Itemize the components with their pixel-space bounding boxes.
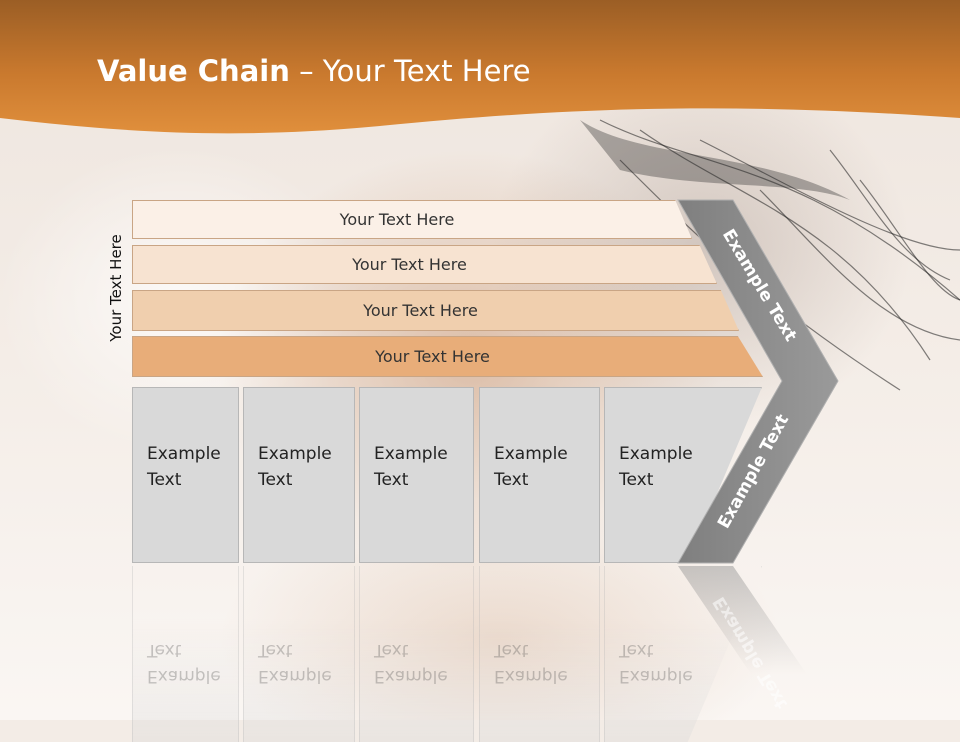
title-rest: – Your Text Here: [289, 54, 531, 88]
primary-activity-box-4: Example Text: [479, 387, 600, 563]
activity-bar-2: Your Text Here: [132, 245, 717, 284]
activity-bar-3: Your Text Here: [132, 290, 739, 331]
box-label: Example Text: [374, 444, 448, 490]
box-label: Example Text: [494, 444, 568, 490]
box-label: Example Text: [619, 444, 693, 490]
primary-activity-box-3: Example Text: [359, 387, 474, 563]
activity-bar-4: Your Text Here: [132, 336, 763, 377]
header-band: [0, 0, 960, 134]
chevron-shape: [677, 199, 839, 564]
margin-chevron: Example Text Example Text Example Text: [677, 199, 839, 720]
hair-strands-decoration: [580, 119, 960, 391]
slide-title: Value Chain – Your Text Here: [97, 54, 531, 88]
box-label: Example Text: [147, 444, 221, 490]
box-label: Example Text: [258, 444, 332, 490]
primary-activity-box-2: Example Text: [243, 387, 355, 563]
primary-activity-box-1: Example Text: [132, 387, 239, 563]
activity-bar-label: Your Text Here: [352, 255, 467, 274]
chevron-reflection: [678, 566, 838, 720]
activity-bar-label: Your Text Here: [363, 301, 478, 320]
title-bold: Value Chain: [97, 54, 290, 88]
activity-bar-label: Your Text Here: [339, 210, 455, 229]
activity-bar-1: Your Text Here: [132, 200, 692, 239]
activity-bar-label: Your Text Here: [375, 347, 490, 366]
